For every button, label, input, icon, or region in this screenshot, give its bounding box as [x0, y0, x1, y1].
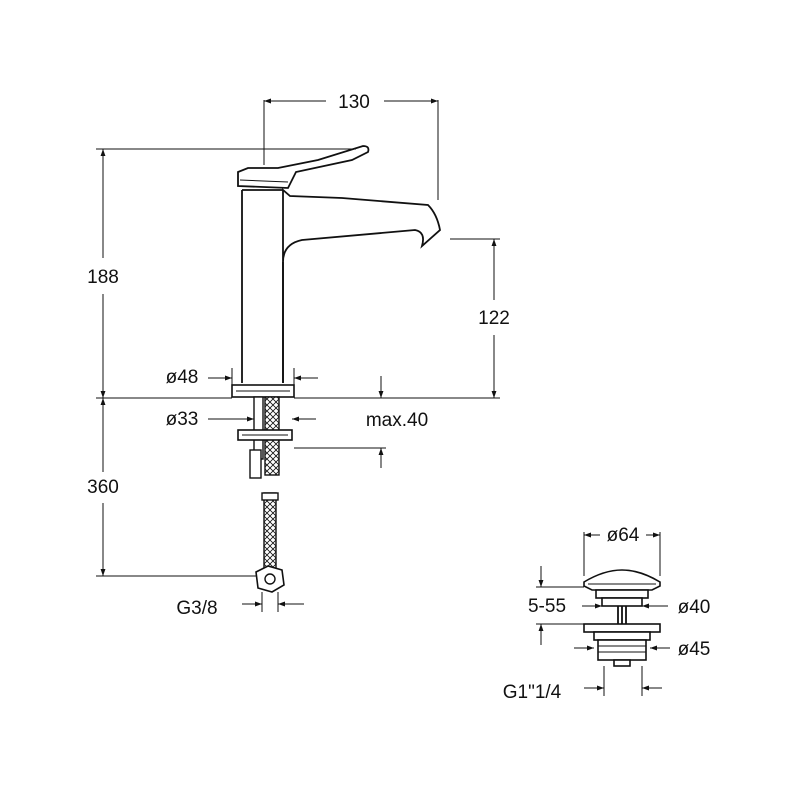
dimension-thickness-range-label: 5-55 — [528, 596, 566, 617]
dimension-height-label: 188 — [87, 267, 119, 288]
faucet-drawing: 130 188 122 ø48 ø33 max.40 360 — [87, 92, 510, 619]
dimension-inner-diameter-label: ø40 — [678, 597, 711, 618]
faucet-lever — [237, 145, 370, 189]
flexible-hose — [263, 492, 277, 572]
dimension-hole-diameter-label: ø33 — [166, 409, 199, 430]
waste-cap — [583, 569, 661, 591]
waste-flange — [583, 623, 661, 633]
dimension-base-diameter-label: ø48 — [166, 367, 199, 388]
waste-drawing: ø64 5-55 ø40 ø45 G1"1/4 — [503, 525, 711, 703]
dimension-thread-label: G1"1/4 — [503, 682, 562, 703]
dimension-flange-diameter-label: ø45 — [678, 639, 711, 660]
dimension-cap-diameter-label: ø64 — [607, 525, 640, 546]
dimension-spout-height-label: 122 — [478, 308, 510, 329]
dimension-width-label: 130 — [338, 92, 370, 113]
dimension-hose-length-label: 360 — [87, 477, 119, 498]
dimension-deck-thickness-label: max.40 — [366, 410, 428, 431]
faucet-body-outline — [241, 188, 441, 383]
dimension-connection-label: G3/8 — [176, 598, 217, 619]
